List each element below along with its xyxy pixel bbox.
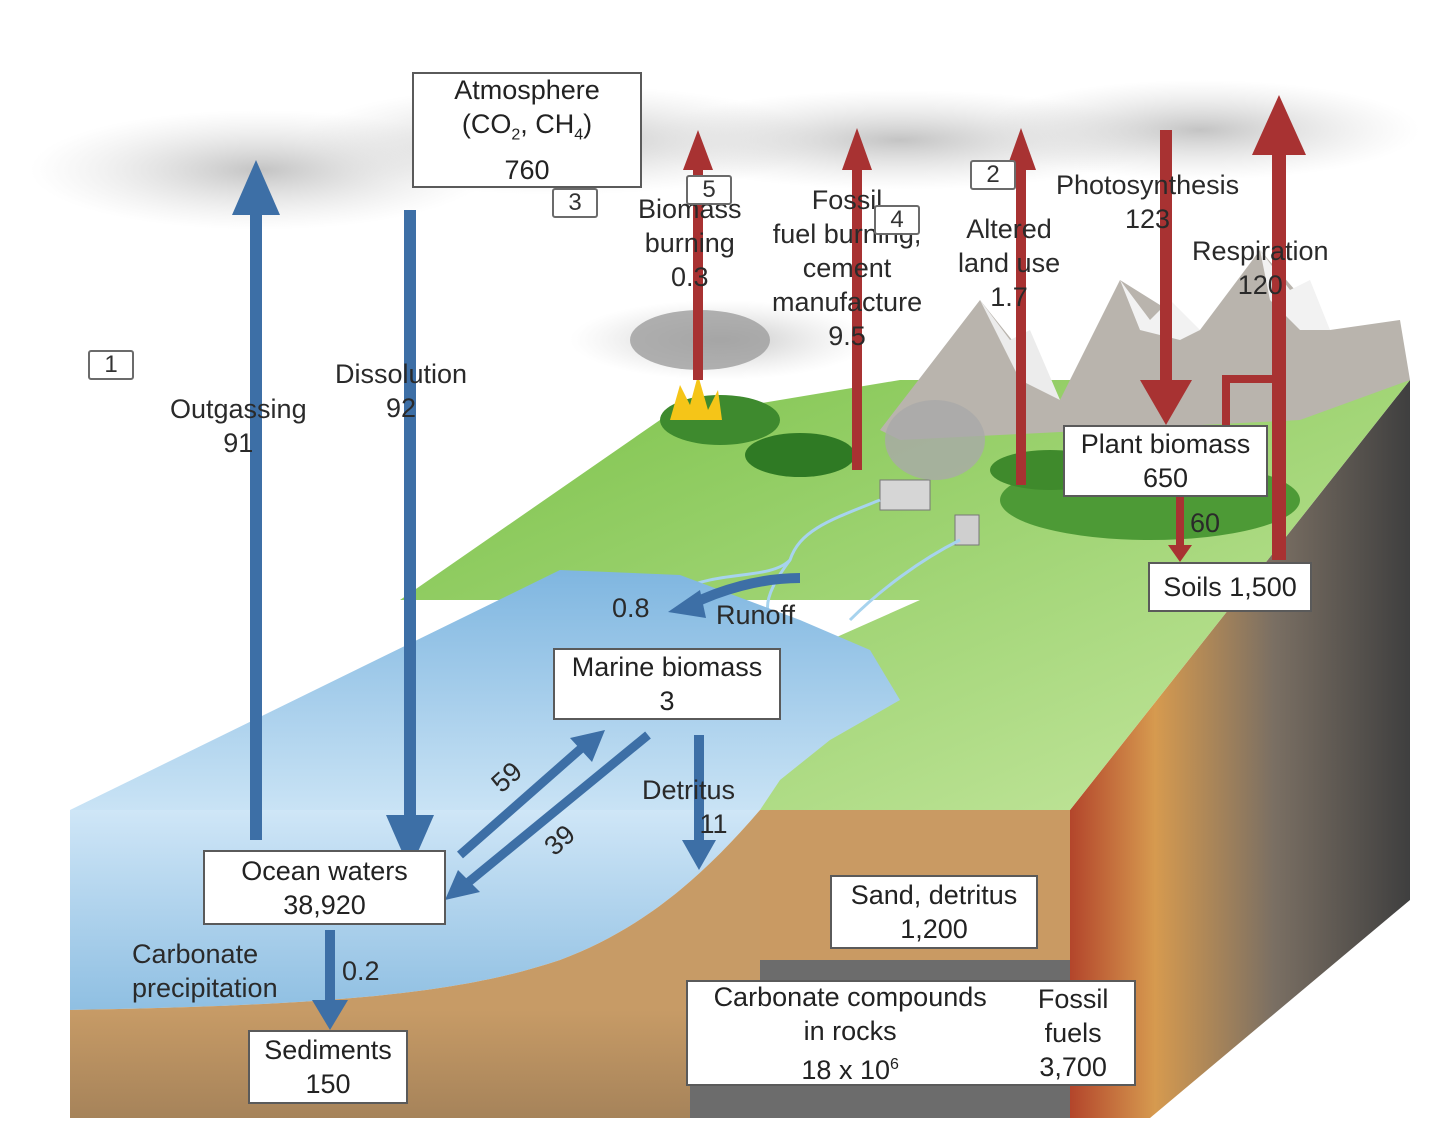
seabed bbox=[70, 810, 760, 1010]
fossil-fuels: Fossil fuels 3,700 bbox=[1037, 984, 1109, 1082]
marine-biomass-value: 3 bbox=[659, 686, 675, 716]
runoff-label: Runoff bbox=[716, 600, 796, 630]
photosynthesis-label: Photosynthesis 123 bbox=[1056, 170, 1240, 234]
carbonate-precipitation-label: Carbonate precipitation bbox=[132, 939, 278, 1003]
ocean-surface bbox=[70, 570, 900, 810]
soils-box: Soils 1,500 bbox=[1148, 562, 1312, 612]
carbonate-rocks: Carbonate compounds in rocks 18 x 106 bbox=[713, 981, 987, 1085]
biomass-burning-label: Biomass burning 0.3 bbox=[638, 194, 742, 292]
dissolution-label: Dissolution 92 bbox=[335, 359, 468, 423]
respiration-label: Respiration 120 bbox=[1192, 236, 1329, 300]
side-strata-face bbox=[1070, 380, 1410, 1118]
atmosphere-box: Atmosphere (CO2, CH4) 760 bbox=[412, 72, 642, 188]
marine-biomass-name: Marine biomass bbox=[571, 652, 763, 682]
altered-land-use-label: Altered land use 1.7 bbox=[958, 214, 1061, 312]
runoff-value: 0.8 bbox=[612, 593, 650, 623]
soils-name: Soils 1,500 bbox=[1163, 572, 1297, 602]
sand-detritus-value: 1,200 bbox=[900, 914, 968, 944]
factory bbox=[879, 400, 985, 546]
marker-4: 4 bbox=[874, 205, 920, 235]
detritus-label: Detritus 11 bbox=[642, 775, 736, 839]
marker-5: 5 bbox=[686, 175, 732, 205]
fossil-fuel-burning-label: Fossil fuel burning, cement manufacture … bbox=[772, 185, 923, 351]
atmosphere-value: 760 bbox=[504, 154, 550, 185]
sediments-value: 150 bbox=[305, 1069, 351, 1099]
marker-2: 2 bbox=[970, 160, 1016, 190]
marker-1: 1 bbox=[88, 350, 134, 380]
rocks-and-fossil-box: Carbonate compounds in rocks 18 x 106 Fo… bbox=[686, 980, 1136, 1086]
atmosphere-name: Atmosphere bbox=[454, 75, 600, 106]
marine-exchange-arrows bbox=[457, 731, 651, 889]
ocean-waters-name: Ocean waters bbox=[241, 855, 408, 886]
marker-3: 3 bbox=[552, 188, 598, 218]
ocean-waters-box: Ocean waters 38,920 bbox=[203, 850, 446, 925]
litter-to-soil-label: 60 bbox=[1190, 508, 1221, 538]
marine-biomass-box: Marine biomass 3 bbox=[553, 648, 781, 720]
carbonate-precipitation-value: 0.2 bbox=[342, 956, 380, 986]
atmosphere-formula: (CO2, CH4) bbox=[461, 109, 593, 144]
fossil-fuels-value: 3,700 bbox=[1039, 1052, 1107, 1082]
ocean-flux-arrows bbox=[232, 160, 716, 1030]
plant-biomass-value: 650 bbox=[1142, 463, 1189, 493]
sand-detritus-name: Sand, detritus bbox=[850, 880, 1018, 910]
sand-detritus-box: Sand, detritus 1,200 bbox=[830, 875, 1038, 949]
ocean-waters-value: 38,920 bbox=[283, 889, 366, 920]
sediments-name: Sediments bbox=[264, 1035, 392, 1065]
carbonate-rocks-value: 18 x 106 bbox=[801, 1054, 899, 1085]
sediments-box: Sediments 150 bbox=[248, 1030, 408, 1104]
land-flux-arrows bbox=[683, 95, 1306, 562]
plant-biomass-box: Plant biomass 650 bbox=[1063, 425, 1268, 497]
plant-biomass-name: Plant biomass bbox=[1080, 429, 1251, 459]
outgassing-label: Outgassing 91 bbox=[170, 394, 307, 458]
